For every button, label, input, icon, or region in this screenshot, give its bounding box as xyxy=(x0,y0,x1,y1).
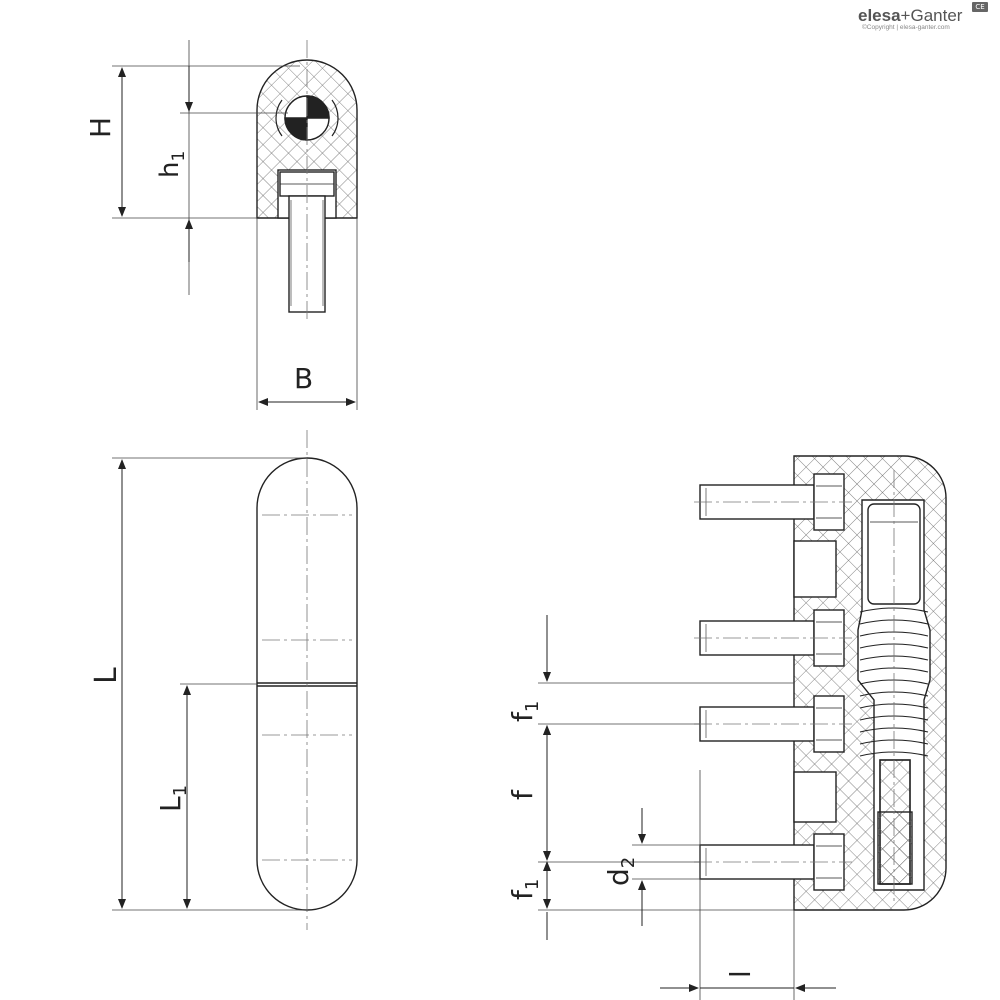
dim-h1-label: h1 xyxy=(155,151,189,178)
brand-logo: elesa+Ganter ©Copyright | elesa-ganter.c… xyxy=(858,6,998,40)
dim-B-label: B xyxy=(294,362,313,395)
logo-plus: + xyxy=(900,6,911,25)
dim-H-label: H xyxy=(84,117,117,138)
ce-badge: CE xyxy=(972,2,988,12)
dim-L-label: L xyxy=(89,667,124,684)
dim-L1-label: L1 xyxy=(154,785,191,812)
logo-copyright: ©Copyright | elesa-ganter.com xyxy=(862,24,950,31)
dim-d2-label: d2 xyxy=(602,857,639,886)
dim-f1-top-label: f1 xyxy=(506,701,543,722)
logo-elesa: elesa xyxy=(858,6,901,25)
dim-l-label: l xyxy=(724,970,757,978)
dim-f1-bottom-label: f1 xyxy=(506,879,543,900)
logo-ganter: Ganter xyxy=(910,6,963,25)
dim-f-label: f xyxy=(506,789,539,800)
